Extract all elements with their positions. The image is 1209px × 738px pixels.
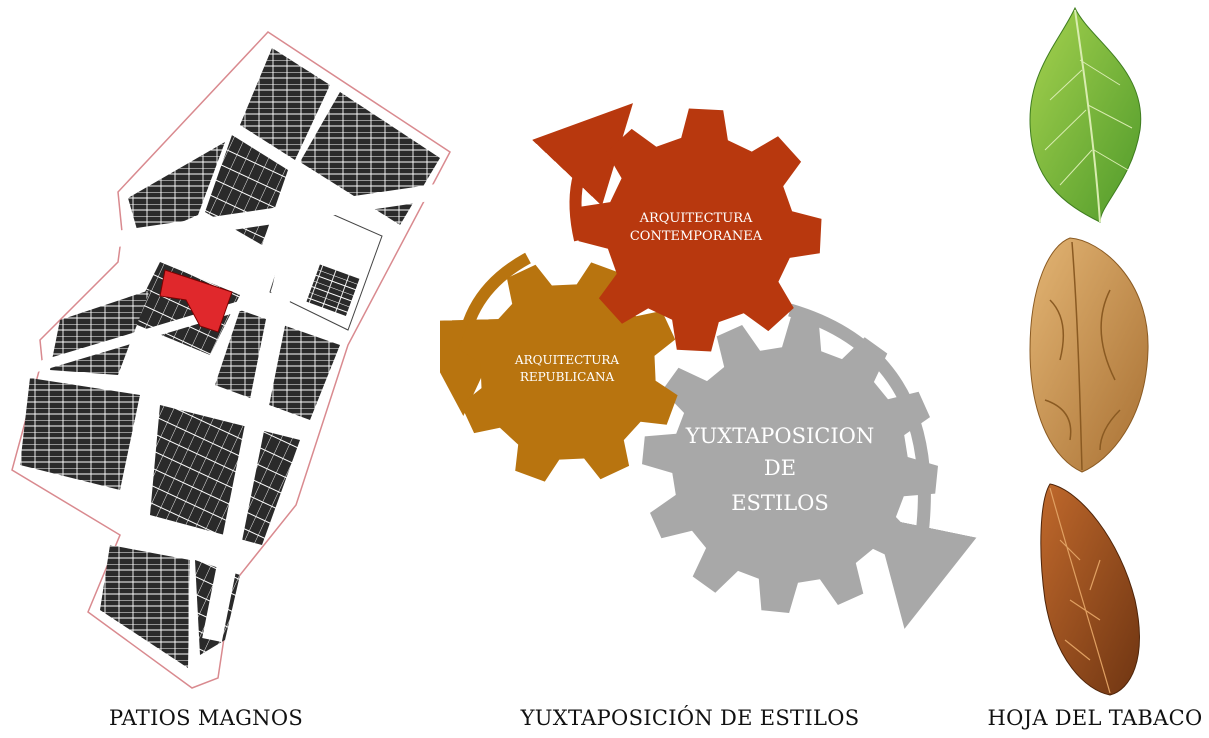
city-block [20, 378, 140, 490]
patio-highlight [159, 269, 233, 333]
gear-label-yuxtaposicion-line2: DE [764, 456, 796, 480]
gear-grey-body [642, 317, 938, 613]
gears-panel: ARQUITECTURA CONTEMPORANEA ARQUITECTURA … [412, 0, 1000, 700]
map-caption: PATIOS MAGNOS [108, 706, 304, 730]
gear-yuxtaposicion [642, 317, 938, 613]
gear-label-contemporanea-line1: ARQUITECTURA [639, 211, 753, 226]
map-panel [0, 0, 460, 700]
gear-contemporanea [578, 108, 822, 352]
rotation-arrow-republicana [412, 252, 531, 416]
rotation-arrow-contemporanea [532, 103, 633, 242]
gear-label-contemporanea-line2: CONTEMPORANEA [630, 229, 763, 244]
gear-label-yuxtaposicion-line3: ESTILOS [731, 491, 829, 515]
gear-red-body [578, 108, 822, 352]
gear-label-yuxtaposicion-line1: YUXTAPOSICION [685, 424, 875, 448]
gear-label-republicana-line2: REPUBLICANA [520, 370, 615, 384]
city-block [128, 142, 225, 240]
urban-block-map [11, 31, 452, 689]
city-block [150, 405, 300, 545]
gears-diagram: ARQUITECTURA CONTEMPORANEA ARQUITECTURA … [412, 103, 977, 629]
cross-street [108, 182, 452, 248]
gears-caption: YUXTAPOSICIÓN DE ESTILOS [520, 706, 860, 730]
main-street [202, 178, 314, 642]
city-block [215, 310, 340, 420]
tobacco-leaves [1029, 6, 1149, 696]
city-block [100, 545, 190, 668]
dried-tobacco-leaf [1040, 483, 1140, 696]
city-block [306, 264, 360, 316]
leaves-panel [1000, 0, 1209, 700]
green-tobacco-leaf [1029, 6, 1142, 223]
cured-tobacco-leaf [1029, 237, 1149, 473]
city-block [240, 48, 330, 160]
gear-label-republicana-line1: ARQUITECTURA [514, 353, 619, 367]
leaves-caption: HOJA DEL TABACO [987, 706, 1203, 730]
